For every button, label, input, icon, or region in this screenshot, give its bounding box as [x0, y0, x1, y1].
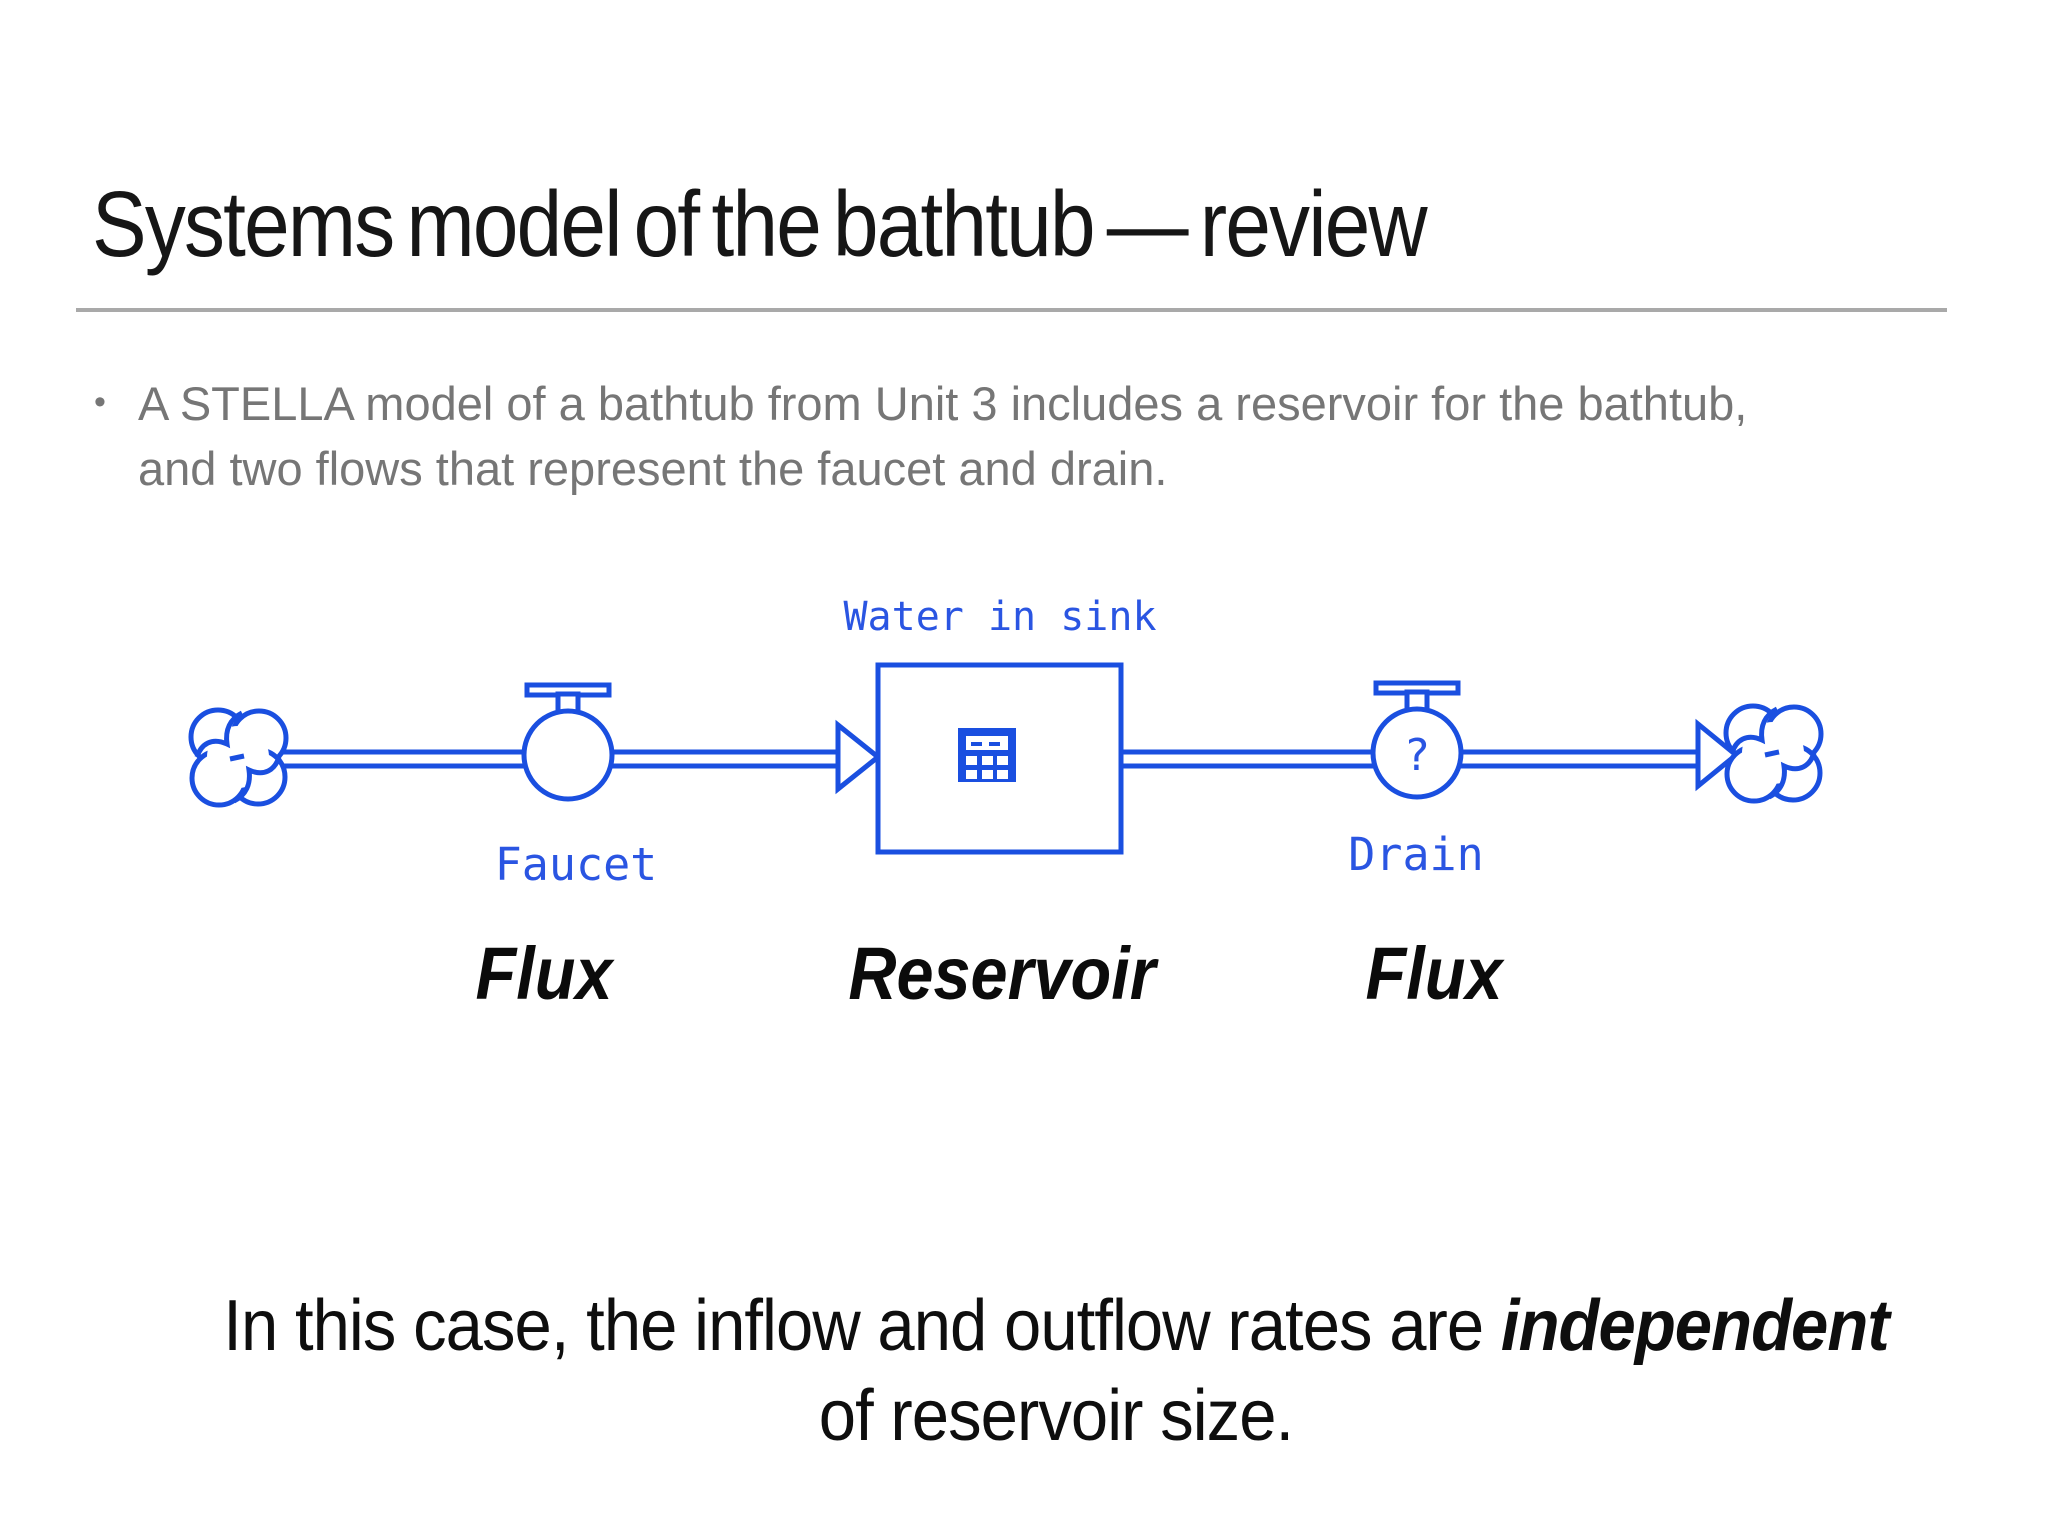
bullet-text: A STELLA model of a bathtub from Unit 3 … — [138, 371, 1747, 501]
stock-label: Water in sink — [843, 594, 1156, 640]
conclusion-line-2: of reservoir size. — [818, 1376, 1294, 1456]
type-label-flux-out: Flux — [1365, 932, 1503, 1015]
drain-question-mark: ? — [1404, 730, 1431, 781]
calculator-icon — [958, 728, 1016, 782]
flow-arrow-icon — [835, 719, 883, 795]
bullet-marker: • — [94, 383, 106, 421]
flow-arrow-icon — [1695, 718, 1740, 792]
inflow-label: Faucet — [495, 838, 658, 891]
type-label-flux-in: Flux — [475, 932, 613, 1015]
valve-icon-drain: ? — [1370, 680, 1464, 800]
cloud-icon — [188, 707, 289, 808]
bullet-item: • A STELLA model of a bathtub from Unit … — [94, 371, 1747, 501]
conclusion-line-1-emphasis: independent — [1500, 1286, 1890, 1366]
stella-diagram: ? Water in sink Faucet Drain — [188, 594, 1824, 891]
outflow-label: Drain — [1348, 828, 1483, 881]
conclusion-line-1: In this case, the inflow and outflow rat… — [133, 1281, 1978, 1371]
valve-icon — [521, 682, 615, 802]
cloud-icon — [1723, 703, 1824, 804]
title-divider — [76, 308, 1947, 312]
type-label-reservoir: Reservoir — [848, 932, 1156, 1015]
bullet-line-2: and two flows that represent the faucet … — [138, 442, 1168, 495]
page-title: Systems model of the bathtub — review — [92, 172, 1428, 276]
conclusion-line-1-regular: In this case, the inflow and outflow rat… — [223, 1286, 1501, 1366]
bullet-line-1: A STELLA model of a bathtub from Unit 3 … — [138, 377, 1748, 430]
conclusion-text: In this case, the inflow and outflow rat… — [133, 1281, 1978, 1461]
